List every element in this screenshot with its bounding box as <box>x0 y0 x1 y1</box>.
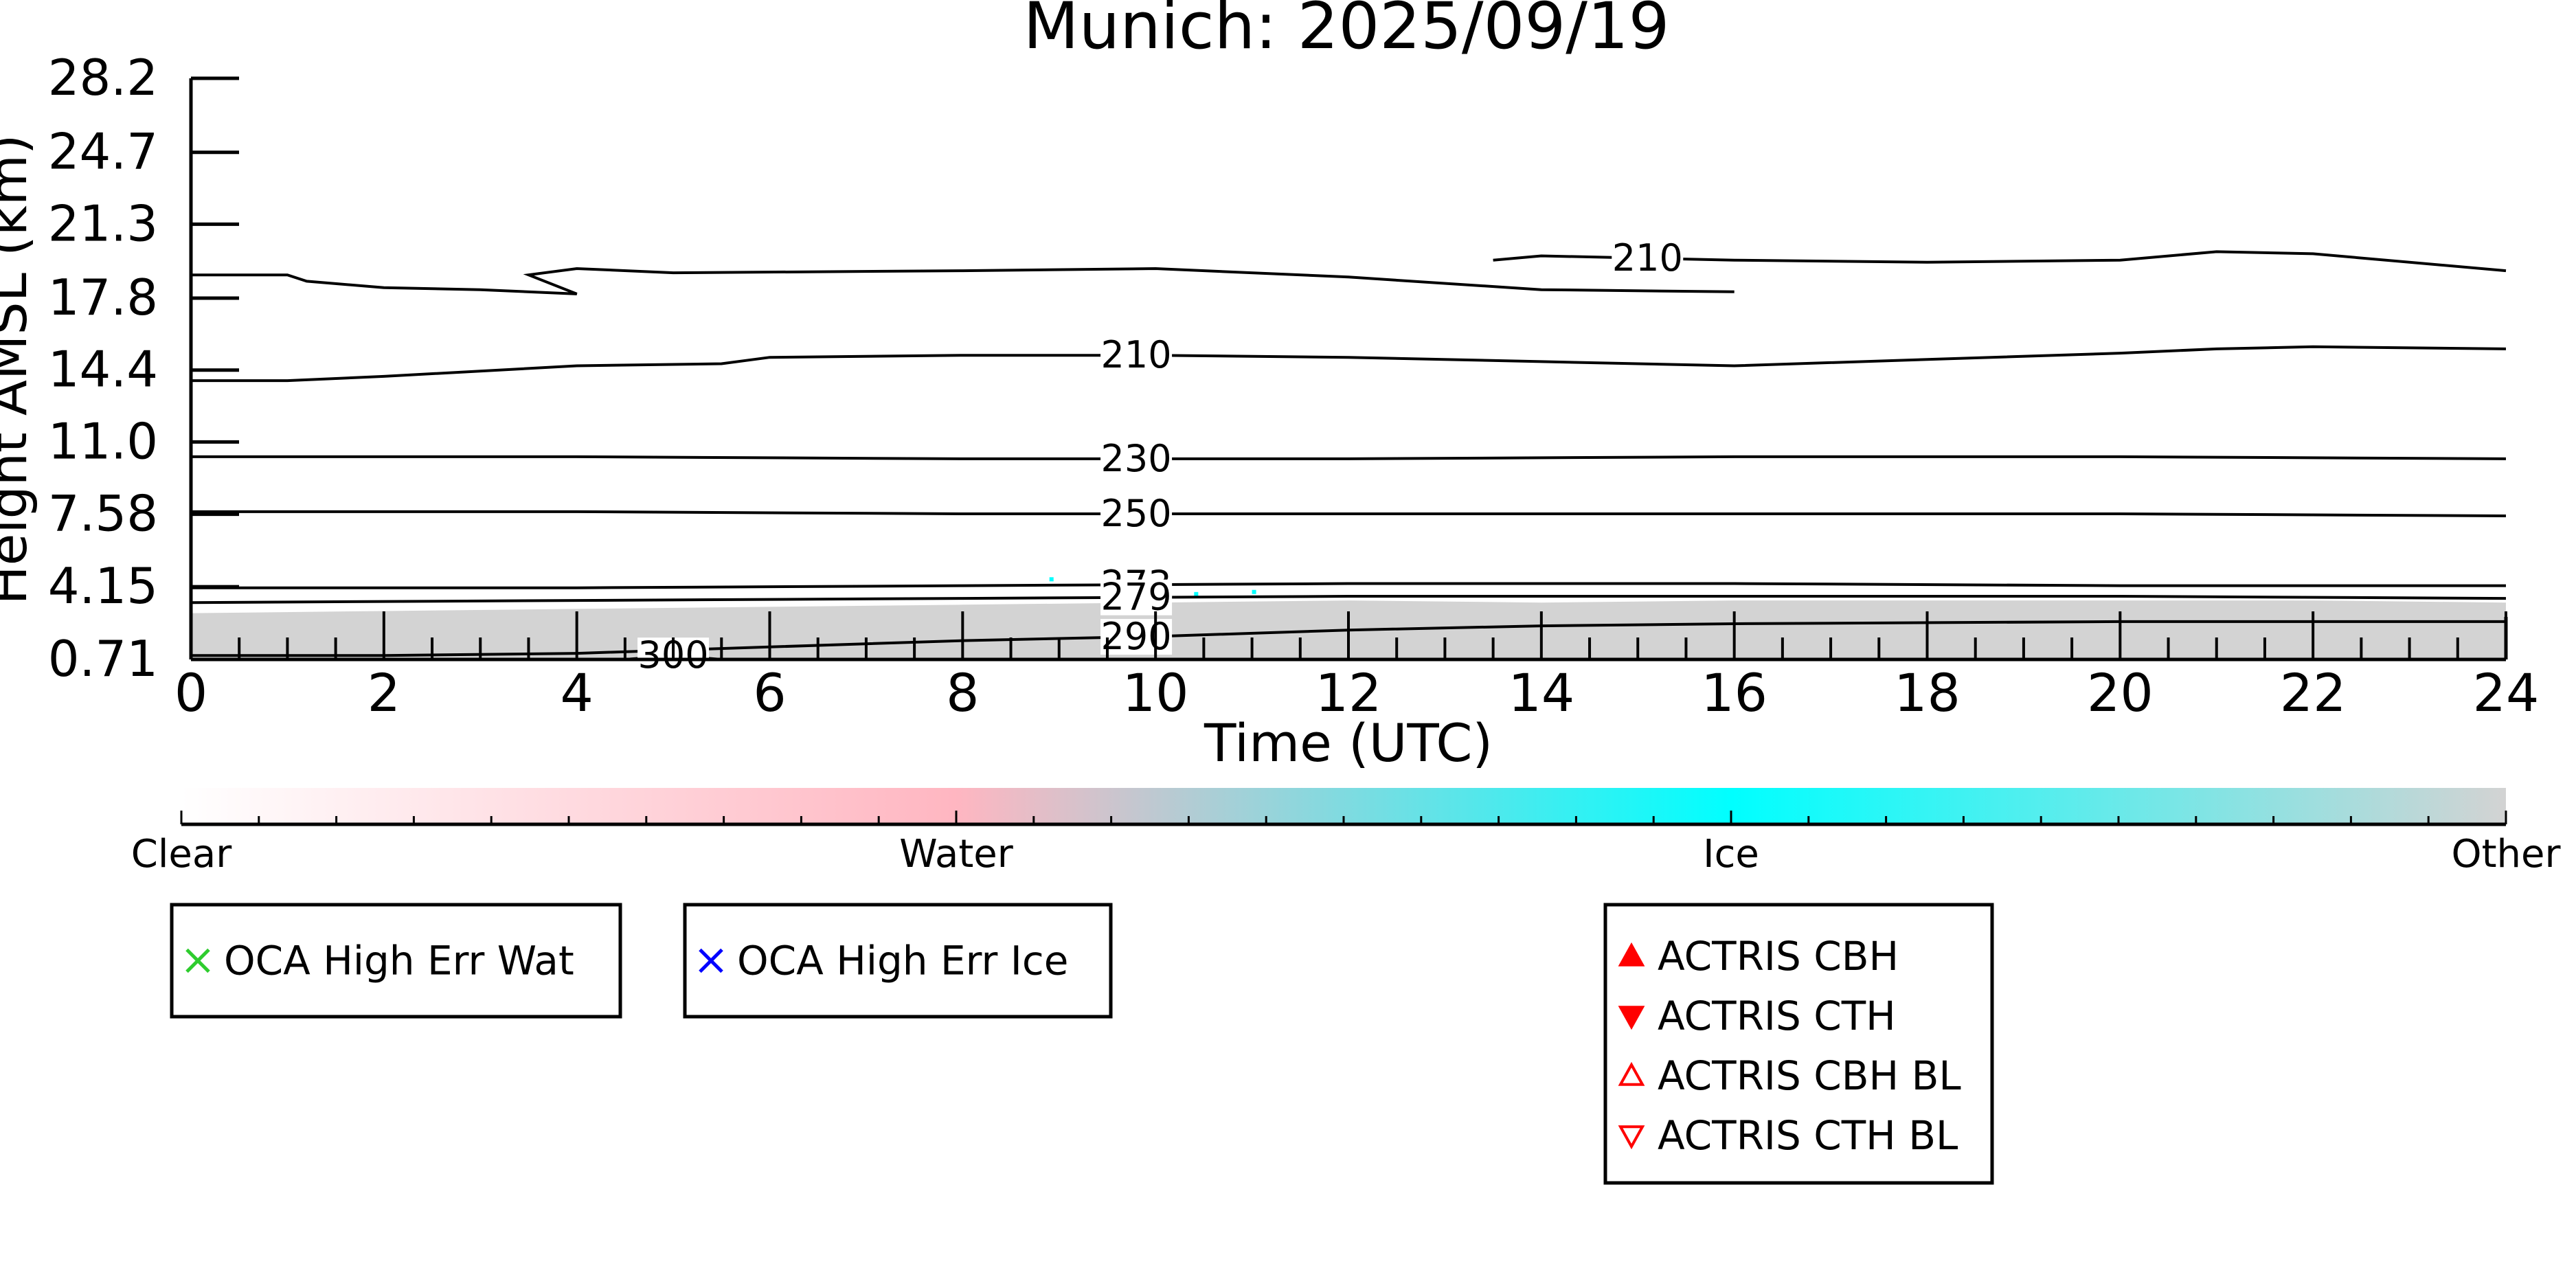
legend-entry-label: OCA High Err Ice <box>737 938 1068 984</box>
x-tick-label: 10 <box>1122 662 1189 723</box>
colorbar-label: Ice <box>1703 832 1759 877</box>
x-tick-label: 2 <box>368 662 400 723</box>
x-tick-label: 12 <box>1315 662 1382 723</box>
contour-label-bg <box>1100 337 1173 374</box>
classification-colorbar: Clear Water Ice Other <box>131 788 2562 877</box>
contour-label: 279 <box>1101 576 1172 619</box>
field-ice-pixel <box>1252 589 1256 594</box>
contour-line <box>191 510 2507 517</box>
legend-box: OCA High Err Ice <box>683 903 1113 1019</box>
legend-marker <box>699 948 723 973</box>
x-tick-label: 20 <box>2087 662 2154 723</box>
temperature-contours: 210210230250273279290300 <box>190 236 2507 677</box>
legend-frame <box>683 903 1113 1019</box>
legend-marker <box>1618 1125 1645 1150</box>
field-ice-pixel <box>1049 577 1054 582</box>
y-axis-label: Height AMSL (km) <box>0 134 38 605</box>
x-tick-label: 18 <box>1894 662 1961 723</box>
legend-marker <box>1618 942 1645 967</box>
legend-marker <box>1618 1061 1645 1086</box>
x-tick-label: 14 <box>1508 662 1574 723</box>
contour-label: 250 <box>1101 492 1172 535</box>
contour-label-bg <box>1100 495 1173 532</box>
contour-label-bg <box>1100 619 1173 655</box>
x-tick-label: 22 <box>2280 662 2347 723</box>
contour-line <box>191 455 2507 460</box>
legend-marker <box>1618 1006 1645 1030</box>
legend-entry-label: OCA High Err Wat <box>224 938 574 984</box>
chart-title: Munich: 2025/09/19 <box>1024 0 1670 64</box>
x-tick-label: 0 <box>174 662 207 723</box>
legend-entry-label: ACTRIS CTH <box>1658 993 1896 1039</box>
legend-entry-label: ACTRIS CBH BL <box>1658 1052 1961 1099</box>
x-tick-label: 4 <box>560 662 593 723</box>
colorbar-ticks <box>180 811 2507 824</box>
legend-marker <box>185 948 210 973</box>
x-tick-label: 6 <box>753 662 786 723</box>
y-tick-label: 7.58 <box>48 485 158 543</box>
x-tick-label: 24 <box>2473 662 2540 723</box>
contour-line <box>191 267 1735 295</box>
contour-label-bg <box>1100 440 1173 477</box>
legend-entry-label: ACTRIS CBH <box>1658 933 1899 980</box>
colorbar-label: Water <box>899 832 1014 877</box>
contour-line <box>1493 250 2507 273</box>
x-tick-label: 8 <box>946 662 979 723</box>
y-tick-label: 24.7 <box>48 123 158 181</box>
y-tick-label: 17.8 <box>48 269 158 326</box>
legend-box: OCA High Err Wat <box>170 903 622 1019</box>
y-ticks: 0.71 4.15 7.58 11.0 14.4 17.8 21.3 24.7 28.2 <box>48 49 239 688</box>
contour-label: 230 <box>1101 437 1172 480</box>
legend-box: ACTRIS CBH ACTRIS CTH ACTRIS CBH BL ACTRIS … <box>1603 903 1994 1185</box>
field-ice-pixel <box>1194 591 1199 596</box>
contour-label-bg <box>1612 240 1684 276</box>
legend-entry-label: ACTRIS CTH BL <box>1658 1112 1958 1159</box>
legend-frame <box>170 903 622 1019</box>
legend-frame <box>1603 903 1994 1185</box>
contour-line <box>191 345 2507 383</box>
y-tick-label: 28.2 <box>48 49 158 106</box>
x-axis-label: Time (UTC) <box>1204 712 1493 773</box>
y-tick-label: 4.15 <box>48 557 158 615</box>
colorbar-label: Other <box>2451 832 2561 877</box>
y-tick-label: 14.4 <box>48 341 158 398</box>
contour-label: 210 <box>1612 236 1683 280</box>
contour-label: 210 <box>1101 333 1172 376</box>
colorbar-label: Clear <box>131 832 232 877</box>
y-tick-label: 0.71 <box>48 630 158 688</box>
contour-label-bg <box>1100 579 1173 615</box>
x-tick-label: 16 <box>1701 662 1767 723</box>
contour-line <box>190 595 2507 605</box>
y-tick-label: 11.0 <box>48 412 158 470</box>
contour-line <box>191 582 2506 589</box>
y-tick-label: 21.3 <box>48 194 158 252</box>
contour-label: 290 <box>1101 615 1172 658</box>
colorbar-labels: Clear Water Ice Other <box>131 832 2562 877</box>
